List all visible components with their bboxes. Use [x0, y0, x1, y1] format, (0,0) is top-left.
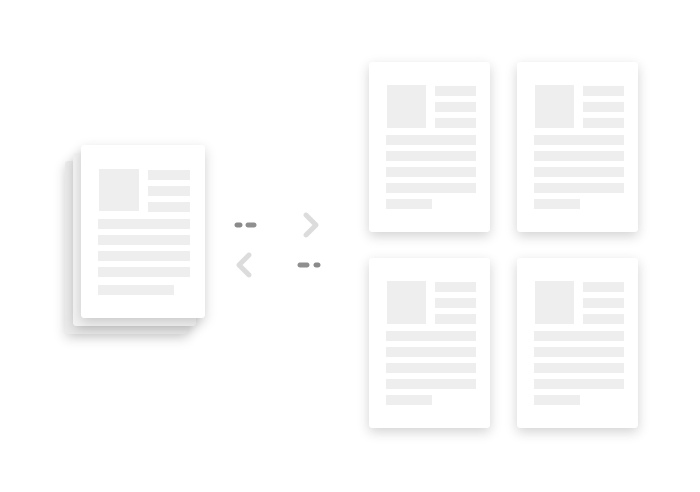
image-placeholder — [535, 281, 574, 324]
text-line — [435, 298, 476, 308]
text-line — [148, 186, 190, 196]
text-line — [386, 183, 476, 193]
text-line — [386, 347, 476, 357]
text-line — [583, 86, 624, 96]
text-line — [386, 135, 476, 145]
document-page — [369, 62, 490, 232]
text-line — [534, 379, 624, 389]
image-placeholder — [535, 85, 574, 128]
text-line — [98, 267, 190, 277]
text-line — [435, 282, 476, 292]
text-line — [583, 282, 624, 292]
text-line — [386, 151, 476, 161]
document-page — [517, 62, 638, 232]
text-line — [386, 167, 476, 177]
text-line — [534, 135, 624, 145]
text-line — [583, 118, 624, 128]
text-line — [534, 167, 624, 177]
stack-page-front — [81, 145, 205, 318]
text-line — [386, 395, 432, 405]
text-line — [98, 251, 190, 261]
text-line — [534, 151, 624, 161]
text-line — [534, 347, 624, 357]
text-line — [386, 379, 476, 389]
text-line — [583, 298, 624, 308]
text-line — [148, 170, 190, 180]
text-line — [534, 331, 624, 341]
text-line — [386, 363, 476, 373]
text-line — [534, 199, 580, 209]
text-line — [534, 183, 624, 193]
text-line — [386, 331, 476, 341]
text-line — [386, 199, 432, 209]
document-page — [517, 258, 638, 428]
text-line — [435, 118, 476, 128]
text-line — [534, 395, 580, 405]
text-line — [98, 219, 190, 229]
text-line — [148, 202, 190, 212]
image-placeholder — [387, 85, 426, 128]
text-line — [98, 235, 190, 245]
image-placeholder — [387, 281, 426, 324]
arrow-right-icon — [234, 212, 319, 238]
text-line — [435, 314, 476, 324]
image-placeholder — [99, 169, 139, 211]
arrow-left-icon — [236, 252, 321, 278]
text-line — [98, 285, 174, 295]
text-line — [534, 363, 624, 373]
text-line — [583, 314, 624, 324]
text-line — [435, 102, 476, 112]
document-page — [369, 258, 490, 428]
text-line — [435, 86, 476, 96]
text-line — [583, 102, 624, 112]
